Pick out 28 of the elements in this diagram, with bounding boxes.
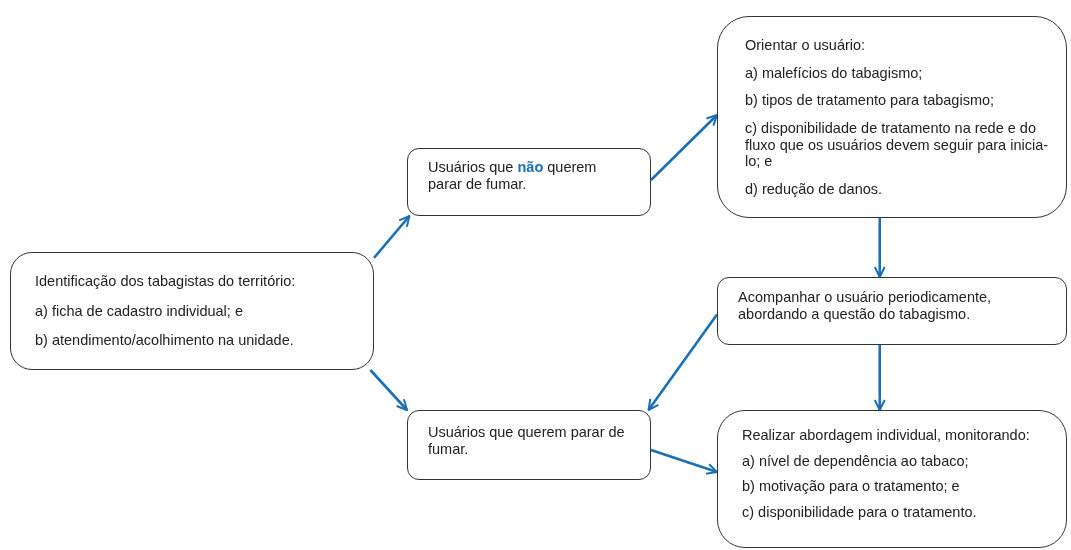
arrow — [647, 313, 719, 411]
arrow — [650, 114, 718, 181]
box-text: c) disponibilidade para o tratamento. — [742, 504, 978, 521]
process-box — [10, 252, 374, 370]
box-text: a) ficha de cadastro individual; e — [35, 302, 244, 320]
arrow — [373, 215, 411, 259]
process-box — [407, 148, 651, 216]
box-text: b) tipos de tratamento para tabagismo; — [745, 92, 996, 109]
process-box — [717, 16, 1067, 218]
box-text: a) nível de dependência ao tabaco; — [742, 452, 970, 470]
arrow — [873, 345, 886, 411]
box-text: b) motivação para o tratamento; e — [742, 478, 961, 495]
arrow — [873, 218, 886, 278]
box-text: Usuários que não querem parar de fumar. — [428, 159, 598, 193]
process-box — [717, 410, 1067, 548]
box-text: b) atendimento/acolhimento na unidade. — [35, 332, 295, 349]
process-box — [717, 277, 1067, 345]
box-text: Acompanhar o usuário periodicamente, abordando a questão do tabagismo. — [738, 289, 993, 323]
arrow — [369, 369, 408, 411]
box-text: a) malefícios do tabagismo; — [745, 64, 924, 82]
box-text: d) redução de danos. — [745, 181, 884, 198]
arrow — [650, 448, 718, 475]
box-text: c) disponibilidade de tratamento na rede e do fluxo que os usuários devem seguir para inicia-lo; e — [745, 120, 1050, 171]
box-text: Realizar abordagem individual, monitorando: — [742, 427, 1031, 444]
box-text: Usuários que querem parar de fumar. — [428, 424, 626, 458]
box-text: Identificação dos tabagistas do território: — [35, 273, 297, 290]
process-box — [407, 410, 651, 480]
box-text: Orientar o usuário: — [745, 37, 867, 54]
